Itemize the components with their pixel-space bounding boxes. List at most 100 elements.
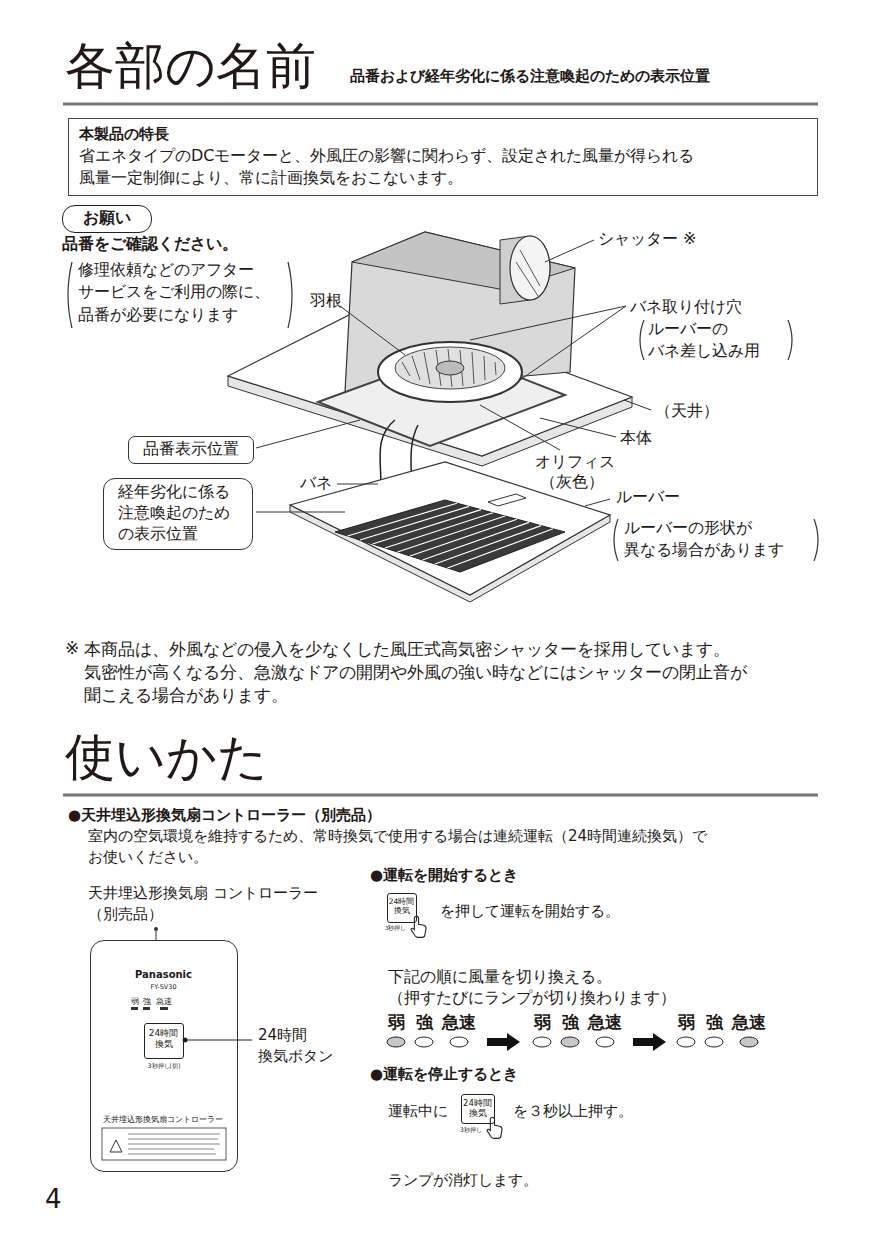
louver: [290, 462, 610, 595]
label-text: 修理依頼などのアフター サービスをご利用の際に、 品番が必要になります: [78, 259, 293, 326]
step-arrow: [487, 1033, 520, 1051]
box-subtext: 天井埋込形換気扇コントローラー: [103, 1115, 223, 1125]
leader-line: [480, 405, 560, 450]
label-text: バネ取り付け穴: [630, 297, 742, 317]
bracket: [614, 519, 618, 561]
label-text: ●運転を停止するとき: [370, 1065, 518, 1084]
label-text: 24時間 換気ボタン: [258, 1025, 358, 1067]
warning-icon: [110, 1140, 122, 1152]
leader-line: [185, 1040, 252, 1041]
label-text: 急速: [442, 1012, 476, 1033]
label-text: ●天井埋込形換気扇コントローラー（別売品）: [68, 806, 381, 825]
controller-button: 24時間 換気3秒押し[切]: [144, 1023, 184, 1059]
bracket: [288, 262, 292, 328]
label-text: 本商品は、外風などの侵入を少なくした風圧式高気密シャッターを採用しています。 気…: [84, 638, 832, 707]
label-text: ●運転を開始するとき: [370, 866, 518, 885]
label-text: ランプが消灯します。: [388, 1171, 538, 1190]
lamp-off: [677, 1037, 695, 1047]
feature-box: 本製品の特長省エネタイプのDCモーターと、外風圧の影響に関わらず、設定された風量…: [68, 118, 818, 196]
lamp-on: [561, 1037, 579, 1047]
label-text: 弱: [678, 1012, 695, 1033]
box-subtext: 急速: [156, 996, 172, 1007]
label-text: （押すたびにランプが切り換わります）: [388, 988, 676, 1008]
lamp-off: [533, 1037, 551, 1047]
label-text: 本体: [620, 428, 652, 448]
box-subtext: 弱: [131, 996, 139, 1007]
leader-line: [470, 306, 626, 340]
label-text: バネ: [300, 473, 332, 493]
leader-line: [585, 499, 610, 506]
motor: [436, 361, 464, 375]
box-text: 経年劣化に係る 注意喚起のため の表示位置: [118, 482, 242, 544]
box-text: 品番表示位置: [129, 439, 253, 458]
label-text: 羽根: [310, 291, 342, 311]
shutter-blade: [516, 262, 538, 296]
lamp-off: [450, 1037, 468, 1047]
label-text: 使いかた: [65, 726, 268, 789]
box-text: お願い: [63, 208, 151, 227]
label-text: 天井埋込形換気扇 コントローラー（別売品）: [88, 883, 318, 925]
label-text: 品番をご確認ください。: [62, 234, 238, 254]
box-subtext: 3秒押し: [385, 925, 407, 932]
leader-line: [256, 420, 360, 448]
label-text: を３秒以上押す。: [513, 1102, 633, 1121]
callout-box: 経年劣化に係る 注意喚起のため の表示位置: [103, 478, 253, 550]
bracket: [640, 320, 644, 360]
label-text: シャッター ※: [598, 229, 697, 249]
lamp-off: [705, 1037, 723, 1047]
label-text: 下記の順に風量を切り換える。: [388, 967, 612, 987]
label-text: （灰色）: [540, 472, 604, 492]
lamp-on: [387, 1037, 405, 1047]
leader-line: [340, 306, 405, 355]
label-text: 弱: [534, 1012, 551, 1033]
leader-dot: [154, 927, 158, 931]
warning-sticker: [102, 1128, 226, 1160]
impeller-blades: [402, 349, 496, 387]
label-text: 弱: [388, 1012, 405, 1033]
lamp: [143, 1007, 150, 1010]
label-text: オリフィス: [535, 452, 615, 472]
label-text: ※: [65, 638, 79, 659]
lamp: [131, 1007, 138, 1010]
leader-line: [256, 512, 345, 513]
shutter-blade: [520, 250, 540, 286]
section-heading: 各部の名前: [65, 36, 316, 96]
box-subtext: FY-SV30: [91, 983, 236, 991]
leader-line: [545, 240, 594, 262]
louver-grille: [335, 500, 565, 572]
leader-line: [520, 306, 626, 380]
label-text: 運転中に: [388, 1102, 448, 1121]
label-text: 急速: [588, 1012, 622, 1033]
louver-sticker: [488, 494, 526, 506]
heading-rule: [63, 794, 818, 797]
leader-line: [156, 931, 157, 940]
label-text: 4: [45, 1183, 62, 1216]
louver-slats: [348, 503, 554, 568]
box-subtext: 強: [143, 996, 151, 1007]
lamp-off: [415, 1037, 433, 1047]
box-text: 本製品の特長: [79, 124, 807, 145]
callout-box: 品番表示位置: [128, 436, 254, 464]
box-text: 24時間 換気: [462, 1098, 493, 1118]
shutter: [510, 236, 550, 300]
controller-body: PanasonicFY-SV30弱強急速天井埋込形換気扇コントローラー24時間 …: [90, 940, 238, 1172]
heading-rule: [63, 103, 818, 106]
lamp: [160, 1007, 168, 1010]
leader-line: [540, 418, 616, 437]
lamp-off: [596, 1037, 614, 1047]
box-subtext: 3秒押し[切]: [139, 1062, 189, 1071]
label-text: （天井）: [655, 401, 719, 421]
bracket: [814, 519, 818, 561]
leader-line: [624, 400, 651, 410]
bracket: [68, 262, 72, 328]
box-text: 24時間 換気: [145, 1028, 182, 1050]
sticker-lines: [128, 1134, 220, 1154]
label-text: 強: [706, 1012, 723, 1033]
label-text: 強: [416, 1012, 433, 1033]
button-icon: 24時間 換気3秒押し: [387, 893, 417, 923]
button-icon: 24時間 換気3秒押し: [461, 1094, 495, 1124]
label-text: ルーバー: [616, 487, 680, 507]
label-text: 室内の空気環境を維持するため、常時換気で使用する場合は連続運転（24時間連続換気…: [88, 826, 818, 868]
box-subtext: 3秒押し: [460, 1126, 482, 1135]
